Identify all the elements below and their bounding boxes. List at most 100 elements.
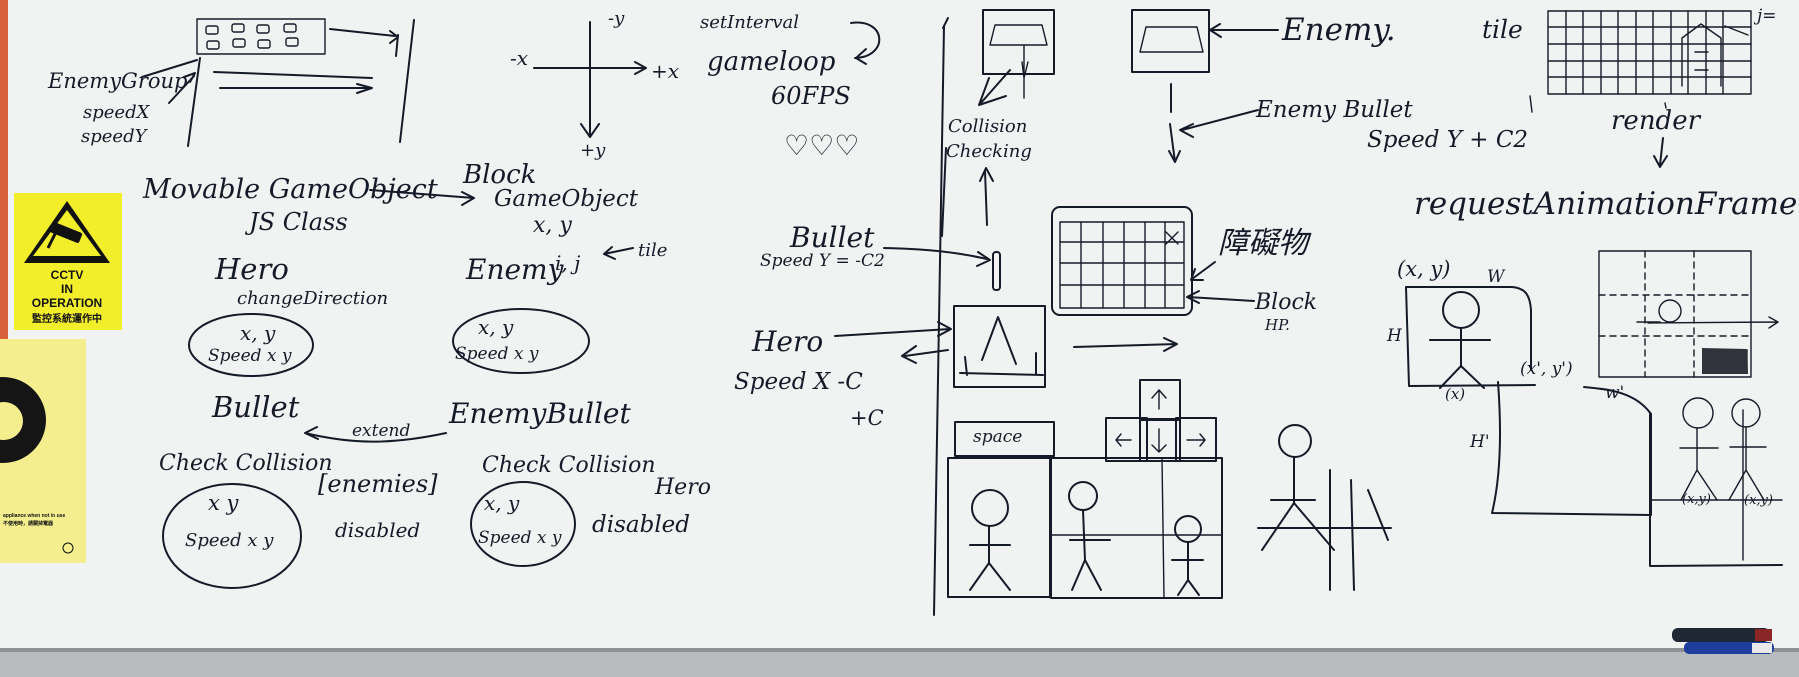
marker-body: [1684, 642, 1774, 654]
bullet-props-1: x y: [208, 491, 240, 515]
space-key-label: space: [973, 427, 1022, 447]
down-arrow-key: [1105, 417, 1148, 462]
enemy-props-2: Speed x y: [455, 344, 539, 364]
axis-pos-y: +y: [580, 140, 606, 161]
enemy-bullet-pointer-arrow: [1179, 109, 1259, 138]
pair-figure-bodies: [1679, 426, 1767, 501]
axis-neg-x: -x: [510, 46, 528, 70]
axes-diagram: -x +x -y +y: [510, 8, 679, 161]
obstacle-grid: [1059, 221, 1185, 309]
hero-target-label: Hero: [654, 475, 711, 500]
hero-props-2: Speed x y: [208, 346, 292, 366]
block-hp-label-2: HP.: [1264, 316, 1290, 334]
obstacle-outer-box: [1051, 206, 1193, 316]
bullet-label: Bullet: [789, 221, 875, 254]
enemy-pointer-arrow: [1209, 23, 1279, 38]
extend-arrow: [304, 426, 447, 443]
block-ij-label: i, j: [555, 251, 580, 275]
space-key: [954, 421, 1055, 457]
enemy-sketch: Enemy. Enemy Bullet Speed Y + C2: [1131, 9, 1528, 163]
enemy-group-diagram: EnemyGroup speedX speedY: [47, 18, 415, 147]
w-prime-label: w': [1605, 383, 1624, 403]
eb-props-1: x, y: [484, 491, 520, 515]
enemy-grid: [196, 18, 326, 55]
h-label: H: [1386, 326, 1403, 346]
lightbulb-icon: [0, 377, 46, 463]
enemy-bullet-class-label: EnemyBullet: [448, 397, 632, 430]
disabled-1: disabled: [335, 518, 420, 542]
set-interval-label: setInterval: [700, 12, 799, 33]
board-divider: [933, 25, 947, 616]
controls-sketch: space: [947, 379, 1392, 599]
disabled-2: disabled: [592, 512, 690, 538]
block-label: Block: [462, 160, 536, 190]
obstacle-label: 障礙物: [1218, 226, 1312, 261]
tile-label: tile: [1482, 15, 1523, 44]
tile-arrow-label: tile: [638, 240, 667, 261]
hero-props-1: x, y: [240, 321, 276, 345]
marker-cap: [1755, 629, 1772, 641]
enemy-bullet-path: [1168, 83, 1181, 163]
tile-grid-marks: [1529, 95, 1667, 113]
bullet-speed-label: Speed Y = -C2: [760, 251, 885, 271]
hero-bullet-sprite: [992, 251, 1001, 291]
bounding-box-1: [1405, 286, 1536, 387]
arrow-key-glyphs: [1115, 389, 1206, 453]
obstacle-pointer-arrow: [1190, 261, 1216, 281]
block-xy-label: x, y: [533, 213, 572, 238]
collision-checking-1: Collision: [948, 116, 1027, 137]
axis-neg-y: -y: [608, 8, 625, 29]
collision-figure-head: [1658, 299, 1682, 323]
hero-speed-label-2: +C: [850, 406, 884, 430]
h-prime-label: H': [1469, 432, 1490, 452]
cctv-sign: CCTV IN OPERATION 監控系統運作中: [14, 193, 122, 330]
obstacle-grid-lines: [1059, 221, 1185, 309]
enemy-group-guides: [187, 19, 415, 147]
x-small-label: (x): [1445, 385, 1465, 403]
lightbulb-icon-inner: [0, 402, 23, 440]
w-label: W: [1487, 267, 1506, 287]
collision-sketch: Collision Checking Bullet Speed Y = -C2 …: [734, 9, 1178, 430]
gameloop-label: gameloop: [707, 47, 836, 77]
xy-label: (x, y): [1397, 257, 1450, 281]
bullet-props-2: Speed x y: [185, 530, 274, 551]
marker-body: [1672, 628, 1770, 642]
bullet-class-label: Bullet: [211, 390, 300, 424]
camera-mount: [46, 231, 58, 249]
game-loop-notes: setInterval gameloop 60FPS ♡♡♡: [700, 12, 881, 162]
hero-props-ellipse: [188, 313, 314, 377]
tile-map-sketch: tile j= render requestAnimationFrame: [1414, 6, 1797, 222]
enemy-class-label: Enemy: [465, 253, 565, 286]
cctv-line-2: IN: [61, 282, 73, 296]
cctv-line-3: OPERATION: [32, 296, 102, 310]
speed-x-label: speedX: [83, 102, 151, 123]
move-arrow: [329, 28, 399, 57]
stick-figure-body-4: [1257, 456, 1392, 591]
loop-arrow-icon: [850, 21, 881, 65]
energy-notice: appliance when not in use 不使用時，請關掉電器: [0, 339, 86, 563]
collision-overlap-fill: [1702, 348, 1748, 374]
hierarchy-arrow: [369, 189, 475, 206]
stick-figure-body-3: [1171, 541, 1204, 596]
collision-grid-marks: [1636, 316, 1779, 374]
j-eq-label: j=: [1753, 6, 1777, 26]
obstacle-block-sketch: 障礙物 Block HP.: [1051, 206, 1317, 334]
enemy-props-1: x, y: [478, 315, 514, 339]
hearts-icon: ♡♡♡: [784, 129, 859, 162]
eb-props-2: Speed x y: [478, 528, 562, 548]
render-arrow: [1653, 137, 1668, 168]
camera-icon: [50, 222, 83, 243]
movable-game-object-label: Movable GameObject: [142, 174, 438, 205]
tile-grid-frame: [1547, 10, 1752, 95]
enemy-label: Enemy.: [1281, 12, 1396, 48]
collision-checking-2: Checking: [946, 141, 1032, 162]
bbox-figure-body: [1429, 327, 1491, 389]
marker-cap: [1752, 643, 1772, 653]
enemy-props-ellipse: [452, 308, 590, 374]
js-class-label: JS Class: [244, 208, 348, 236]
block-hp-label-1: Block: [1254, 290, 1317, 315]
game-object-label: GameObject: [494, 186, 639, 212]
enemy-sprite-box: [1131, 9, 1210, 73]
hero-speed-label: Speed X -C: [734, 369, 863, 395]
